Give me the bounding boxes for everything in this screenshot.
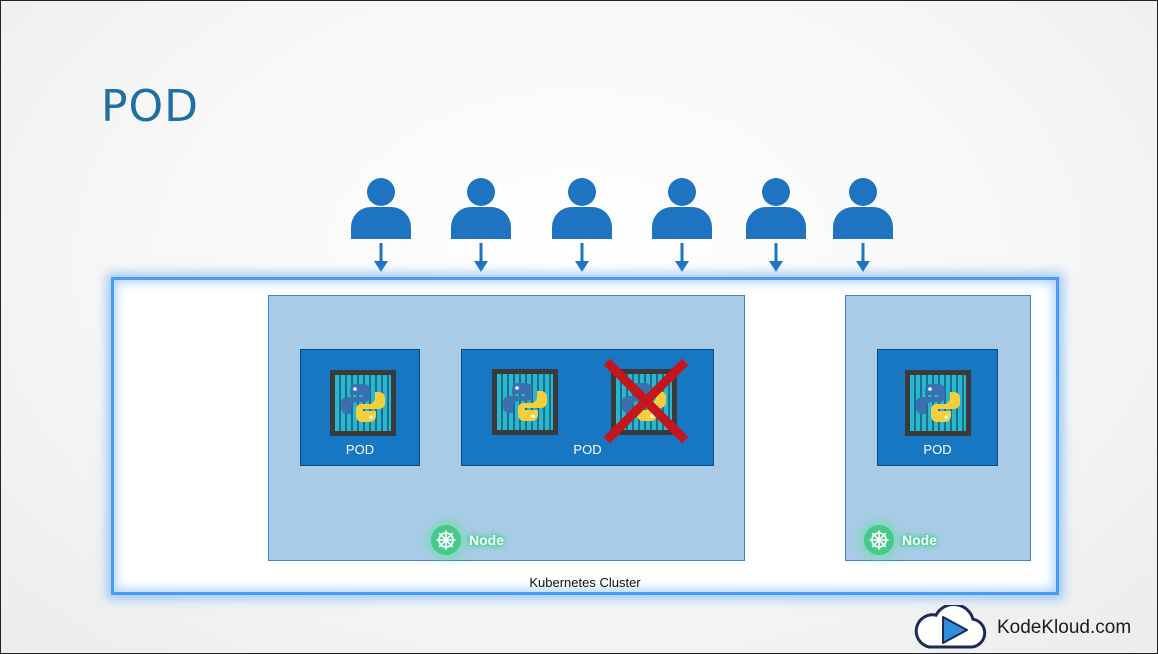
pod-1: POD (300, 349, 420, 466)
node-label: Node (902, 532, 937, 548)
pod-label: POD (345, 442, 375, 457)
cluster-label: Kubernetes Cluster (529, 575, 641, 590)
brand-logo: KodeKloud.com (913, 605, 1131, 651)
pod-2: POD (461, 349, 714, 466)
user-icon (744, 177, 808, 277)
failure-cross-icon (603, 359, 689, 443)
slide-title: POD (101, 81, 200, 132)
python-container-icon (492, 369, 558, 435)
node-2: POD Node (845, 295, 1031, 561)
pod-3: POD (877, 349, 998, 466)
pod-label: POD (923, 442, 952, 457)
user-icon (831, 177, 895, 277)
brand-text: KodeKloud.com (997, 617, 1132, 638)
node-badge: Node (431, 525, 504, 555)
kubernetes-wheel-icon (431, 525, 461, 555)
node-badge: Node (864, 525, 937, 555)
kodekloud-cloud-icon (914, 605, 987, 649)
user-icon (449, 177, 513, 277)
python-container-icon (905, 370, 971, 436)
user-icon (349, 177, 413, 277)
kubernetes-wheel-icon (864, 525, 894, 555)
user-icon (550, 177, 614, 277)
kubernetes-cluster: POD POD (111, 277, 1059, 595)
node-1: POD POD (268, 295, 745, 561)
node-label: Node (469, 532, 504, 548)
pod-label: POD (573, 442, 602, 457)
python-container-icon (330, 370, 396, 436)
user-icon (650, 177, 714, 277)
